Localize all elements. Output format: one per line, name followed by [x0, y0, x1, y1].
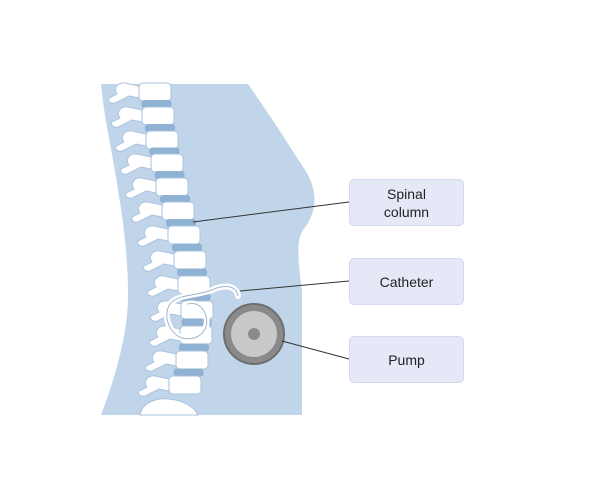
intervertebral-disc	[172, 243, 202, 252]
vertebra-process	[111, 106, 143, 128]
vertebra-process	[120, 153, 152, 175]
label-spinal-column: Spinal column	[349, 179, 464, 226]
vertebra-process	[131, 201, 163, 223]
vertebra-process	[108, 82, 140, 104]
label-pump-text: Pump	[388, 351, 425, 368]
vertebra-process	[145, 350, 177, 372]
label-spinal-column-text: Spinal column	[383, 185, 430, 220]
label-catheter-text: Catheter	[379, 273, 434, 290]
vertebra-body	[168, 375, 202, 395]
vertebra-process	[147, 275, 179, 297]
vertebra-process	[138, 375, 170, 397]
vertebra-body	[138, 82, 172, 102]
label-pump: Pump	[349, 336, 464, 383]
vertebra-process	[137, 225, 169, 247]
vertebra-body	[141, 106, 175, 126]
intervertebral-disc	[179, 343, 209, 352]
pump-icon	[223, 303, 285, 365]
vertebra-body	[145, 130, 179, 150]
intervertebral-disc	[141, 100, 172, 108]
leader-line-catheter	[239, 280, 350, 292]
vertebra-body	[175, 350, 209, 370]
catheter-tube-edge	[166, 286, 239, 340]
sacrum	[139, 398, 199, 416]
intervertebral-disc	[145, 124, 175, 132]
intervertebral-disc	[154, 171, 185, 179]
intervertebral-disc	[177, 268, 207, 277]
vertebra-process	[115, 130, 147, 152]
vertebra-body	[167, 225, 201, 245]
vertebra-body	[150, 153, 184, 173]
intervertebral-disc	[166, 219, 196, 227]
label-catheter: Catheter	[349, 258, 464, 305]
vertebra-body	[173, 250, 207, 270]
spinal-column	[108, 82, 214, 416]
intervertebral-disc	[173, 368, 204, 377]
vertebra-process	[143, 250, 175, 272]
leader-line-spinal	[192, 201, 350, 223]
leader-line-pump	[281, 340, 350, 360]
intervertebral-disc	[160, 195, 190, 203]
vertebra-body	[155, 177, 189, 197]
vertebra-body	[161, 201, 195, 221]
vertebra-process	[125, 177, 157, 199]
